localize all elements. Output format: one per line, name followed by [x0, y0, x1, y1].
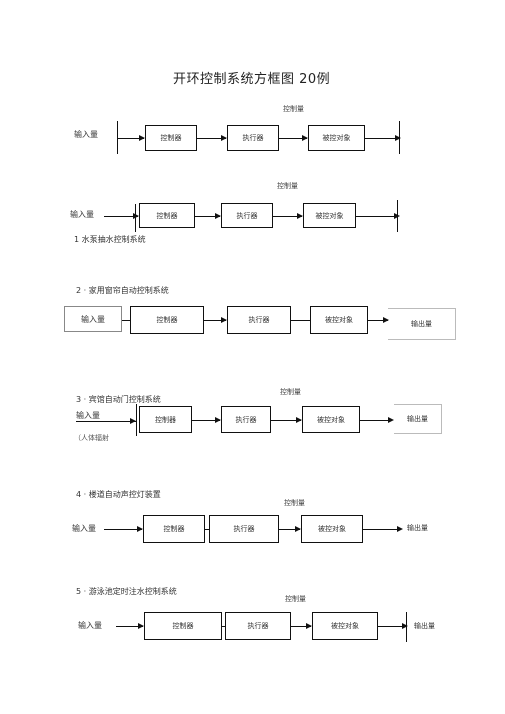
- example-caption: 2 · 家用窗帘自动控制系统: [76, 286, 169, 295]
- page-title: 开环控制系统方框图 20例: [173, 72, 331, 87]
- output-block: 输出量: [388, 308, 456, 340]
- arrow-icon: [221, 135, 227, 141]
- output-tick: [397, 200, 398, 232]
- control-amount-label: 控制量: [283, 105, 304, 113]
- connector: [116, 626, 143, 627]
- arrow-icon: [130, 418, 136, 424]
- arrow-icon: [138, 623, 144, 629]
- control-amount-label: 控制量: [285, 595, 306, 603]
- arrow-icon: [306, 623, 312, 629]
- output-line: [360, 420, 390, 421]
- arrow-icon: [295, 526, 301, 532]
- actuator-block: 执行器: [225, 612, 291, 640]
- arrow-icon: [395, 135, 401, 141]
- connector: [192, 420, 220, 421]
- arrow-icon: [215, 417, 221, 423]
- input-note: （人体辐射: [74, 434, 109, 442]
- actuator-block: 执行器: [221, 406, 271, 433]
- actuator-block: 执行器: [209, 515, 279, 543]
- example-caption: 1 水泵抽水控制系统: [74, 235, 146, 244]
- example-caption: 3 · 宾馆自动门控制系统: [76, 395, 161, 404]
- plant-block: 被控对象: [310, 306, 368, 334]
- output-tick: [406, 612, 407, 642]
- connector: [205, 529, 209, 530]
- input-label: 输入量: [76, 411, 100, 420]
- plant-block: 被控对象: [302, 406, 360, 433]
- controller-block: 控制器: [130, 306, 204, 334]
- input-label: 输入量: [74, 130, 98, 139]
- plant-block: 被控对象: [303, 203, 356, 228]
- input-label: 输入量: [78, 621, 102, 630]
- input-block: 输入量: [64, 306, 122, 332]
- arrow-icon: [302, 135, 308, 141]
- input-label: 输入量: [70, 210, 94, 219]
- control-amount-label: 控制量: [280, 388, 301, 396]
- controller-block: 控制器: [139, 406, 192, 433]
- actuator-block: 执行器: [227, 125, 279, 151]
- output-line: [378, 626, 403, 627]
- connector: [279, 138, 307, 139]
- arrow-icon: [297, 213, 303, 219]
- connector: [273, 216, 302, 217]
- connector: [104, 216, 138, 217]
- output-line: [356, 216, 394, 217]
- input-tick: [117, 121, 118, 154]
- connector: [291, 626, 311, 627]
- output-line: [365, 138, 395, 139]
- plant-block: 被控对象: [308, 125, 365, 151]
- example-caption: 5 · 游泳池定时注水控制系统: [76, 587, 177, 596]
- connector: [195, 216, 220, 217]
- control-amount-label: 控制量: [277, 182, 298, 190]
- output-line: [368, 320, 388, 321]
- controller-block: 控制器: [145, 125, 197, 151]
- arrow-icon: [137, 526, 143, 532]
- connector: [271, 420, 301, 421]
- input-label: 输入量: [72, 524, 96, 533]
- arrow-icon: [397, 526, 403, 532]
- connector: [76, 421, 136, 422]
- output-block: 输出量: [394, 404, 442, 434]
- connector: [122, 320, 130, 321]
- example-caption: 4 · 楼道自动声控灯装置: [76, 490, 161, 499]
- actuator-block: 执行器: [227, 306, 291, 334]
- connector: [117, 138, 144, 139]
- arrow-icon: [139, 135, 145, 141]
- plant-block: 被控对象: [312, 612, 378, 640]
- output-label: 输出量: [414, 622, 435, 630]
- input-tick: [136, 404, 137, 436]
- arrow-icon: [133, 213, 139, 219]
- plant-block: 被控对象: [301, 515, 363, 543]
- input-tick: [135, 204, 136, 232]
- connector: [291, 320, 310, 321]
- connector: [204, 320, 226, 321]
- controller-block: 控制器: [143, 515, 205, 543]
- controller-block: 控制器: [139, 203, 195, 228]
- connector: [222, 626, 225, 627]
- connector: [197, 138, 226, 139]
- output-label: 输出量: [407, 524, 428, 532]
- connector: [104, 529, 142, 530]
- connector: [279, 529, 300, 530]
- arrow-icon: [221, 317, 227, 323]
- arrow-icon: [296, 417, 302, 423]
- output-tick: [399, 121, 400, 154]
- arrow-icon: [402, 623, 408, 629]
- arrow-icon: [388, 417, 394, 423]
- output-line: [363, 529, 397, 530]
- control-amount-label: 控制量: [284, 499, 305, 507]
- arrow-icon: [383, 317, 389, 323]
- arrow-icon: [215, 213, 221, 219]
- controller-block: 控制器: [144, 612, 222, 640]
- actuator-block: 执行器: [221, 203, 273, 228]
